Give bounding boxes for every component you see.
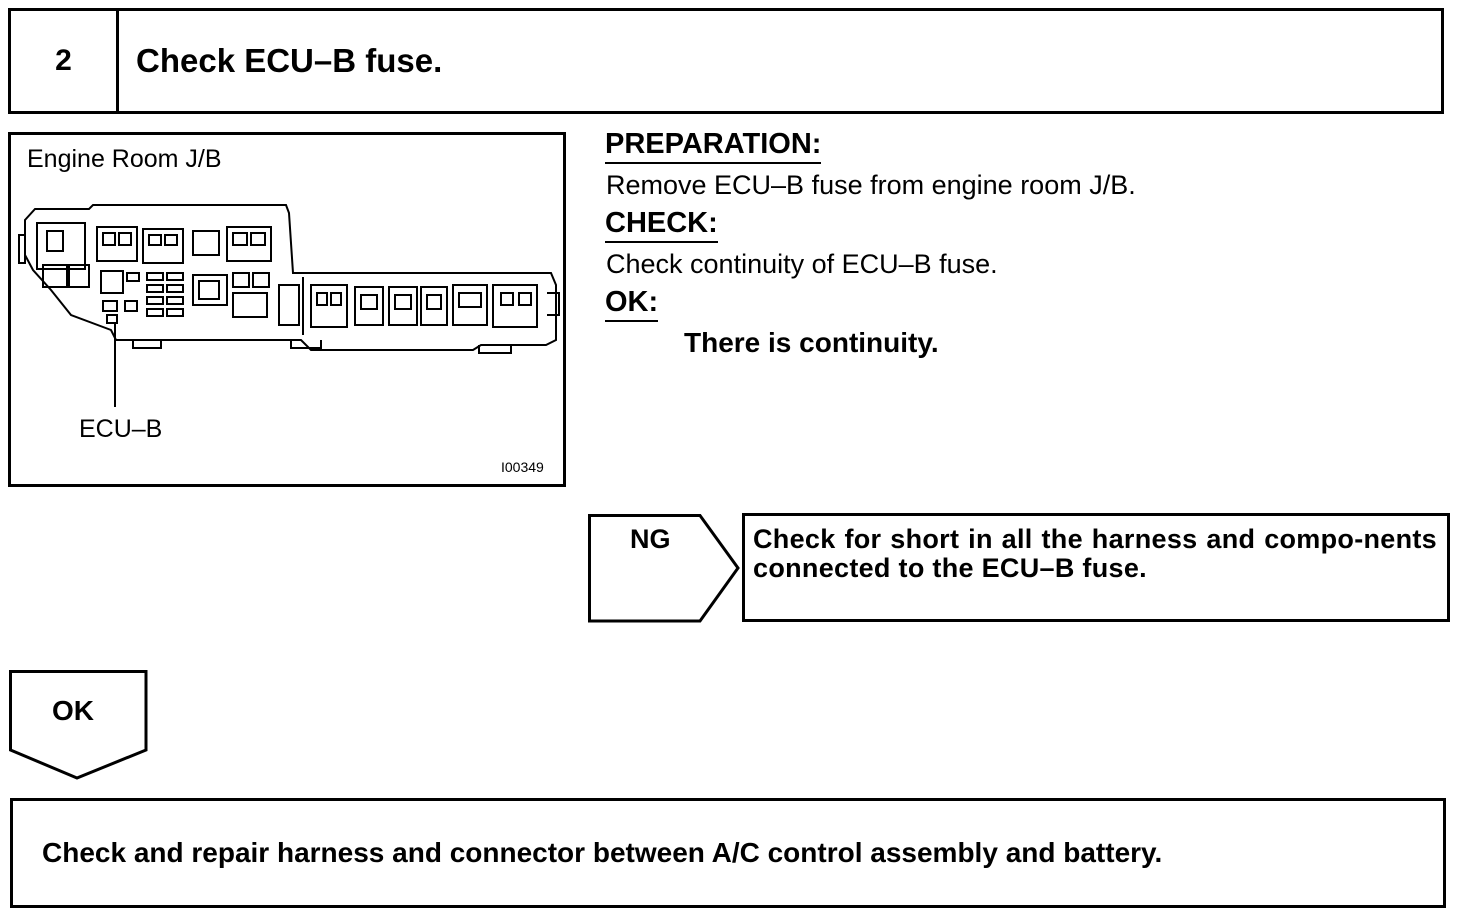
- ok-heading-text: OK:: [605, 286, 659, 322]
- check-heading: CHECK:: [605, 207, 718, 243]
- ng-label: NG: [630, 524, 671, 554]
- ok-action-box: Check and repair harness and connector b…: [10, 798, 1446, 908]
- ok-heading: OK:: [605, 286, 659, 322]
- step-header: 2 Check ECU–B fuse.: [8, 8, 1444, 114]
- step-title: Check ECU–B fuse.: [136, 42, 443, 79]
- check-text: Check continuity of ECU–B fuse.: [606, 249, 998, 279]
- ok-result: There is continuity.: [684, 327, 939, 358]
- junction-block-diagram: Engine Room J/B ECU–B I00349: [8, 132, 566, 487]
- ng-action-box: Check for short in all the harness and c…: [742, 513, 1450, 622]
- figure-code: I00349: [501, 459, 544, 475]
- preparation-text: Remove ECU–B fuse from engine room J/B.: [606, 170, 1136, 200]
- diagram-caption: Engine Room J/B: [27, 145, 222, 173]
- check-heading-text: CHECK:: [605, 207, 718, 243]
- ok-arrow-icon: [9, 670, 148, 780]
- ng-arrow-icon: [588, 514, 740, 623]
- fuse-callout-label: ECU–B: [79, 415, 163, 443]
- step-number: 2: [11, 11, 119, 111]
- preparation-heading: PREPARATION:: [605, 128, 822, 164]
- preparation-heading-text: PREPARATION:: [605, 128, 822, 164]
- junction-block-illustration: [18, 204, 560, 407]
- ok-label: OK: [52, 695, 94, 726]
